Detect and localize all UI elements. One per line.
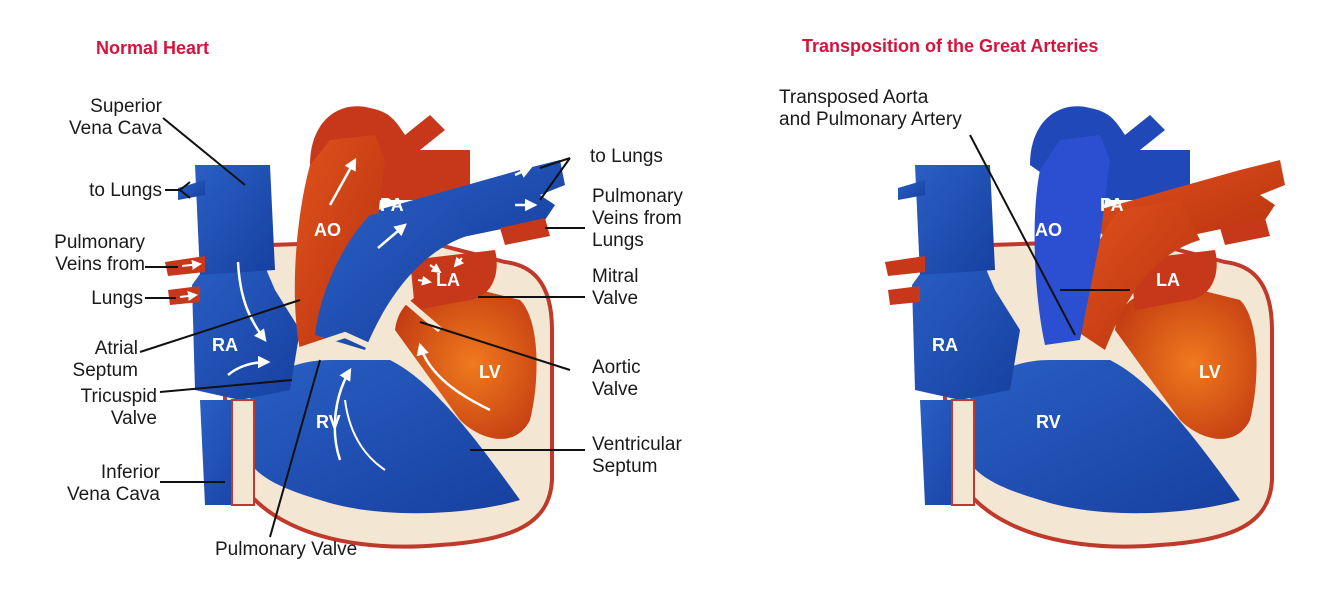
normal-ra [192,255,300,400]
chamber-la-tga: LA [1156,270,1180,290]
chamber-rv-normal: RV [316,412,341,432]
label-to-lungs-left: to Lungs [89,180,162,201]
label-pulmonary-valve: Pulmonary Valve [215,539,358,560]
tga-heart-drawing [885,106,1285,549]
chamber-pa-tga: PA [1100,195,1124,215]
chamber-lv-normal: LV [479,362,501,382]
normal-pa-trunk [315,200,470,350]
chamber-la-normal: LA [436,270,460,290]
chamber-ao-normal: AO [314,220,341,240]
chamber-ra-normal: RA [212,335,238,355]
label-to-lungs-right: to Lungs [590,146,663,167]
normal-heart-title: Normal Heart [96,38,210,58]
normal-aorta [294,135,385,350]
normal-leader-lines [139,117,585,538]
chamber-lv-tga: LV [1199,362,1221,382]
label-pulmonary-veins-left-lungs: Lungs [91,288,143,309]
chamber-rv-tga: RV [1036,412,1061,432]
chamber-pa-normal: PA [380,195,404,215]
normal-svc [195,165,275,275]
tga-title: Transposition of the Great Arteries [802,36,1099,56]
chamber-ao-tga: AO [1035,220,1062,240]
normal-heart-drawing [139,106,585,549]
chamber-ra-tga: RA [932,335,958,355]
